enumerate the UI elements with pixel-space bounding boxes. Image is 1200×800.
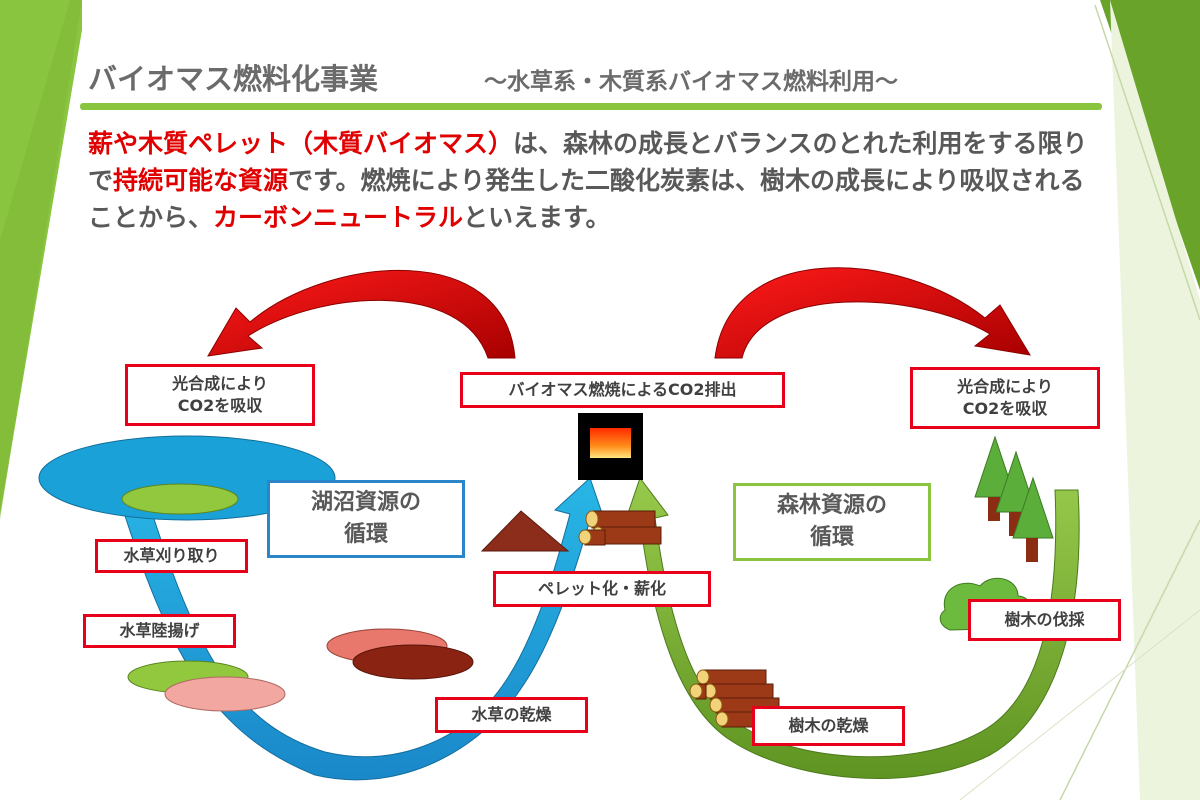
pellet-pile	[480, 510, 570, 552]
title-divider	[80, 103, 1102, 110]
label-co2-emission: バイオマス燃焼によるCO2排出	[460, 372, 785, 408]
lake-weed-patch	[121, 483, 239, 515]
lake-cycle-label: 湖沼資源の 循環	[267, 480, 465, 558]
lead-text-2: です。燃焼により発生した二酸化炭素は、樹木の成長により吸収されることから、	[88, 166, 1085, 232]
forest-cycle-label: 森林資源の 循環	[733, 483, 931, 561]
label-wood-drying: 樹木の乾燥	[752, 706, 905, 746]
lead-text-1: は、森林の成長とバランスのとれた利用をする限りで	[88, 129, 1088, 195]
label-weed-drying: 水草の乾燥	[435, 697, 588, 733]
firewood-logs	[578, 510, 662, 546]
lead-paragraph: 薪や木質ペレット（木質バイオマス）は、森林の成長とバランスのとれた利用をする限り…	[88, 125, 1098, 236]
tree-1	[974, 435, 1016, 521]
left-dark-decoration	[0, 0, 82, 520]
label-weed-landing: 水草陸揚げ	[83, 614, 236, 648]
right-red-arc-arrow	[714, 267, 1031, 359]
tree-3	[1012, 476, 1054, 562]
left-red-arc-arrow	[207, 270, 516, 359]
label-tree-felling: 樹木の伐採	[968, 599, 1121, 641]
lead-highlight-wood: 薪や木質ペレット（木質バイオマス）	[88, 129, 514, 158]
right-light-decoration	[1110, 0, 1200, 800]
dried-weed-pile	[352, 644, 474, 680]
lead-highlight-carbon-neutral: カーボンニュートラル	[213, 203, 464, 232]
forest-cycle-arrow	[624, 476, 1080, 780]
label-weed-harvest: 水草刈り取り	[95, 539, 248, 573]
lead-highlight-sustainable: 持続可能な資源	[113, 166, 289, 195]
label-photosynthesis-right: 光合成により CO2を吸収	[910, 367, 1100, 429]
label-pelletize: ペレット化・薪化	[493, 571, 711, 607]
right-thin-line-3	[959, 609, 1200, 800]
right-thin-line-2	[1059, 519, 1200, 800]
label-photosynthesis-left: 光合成により CO2を吸収	[125, 364, 315, 426]
page-subtitle: ～水草系・木質系バイオマス燃料利用～	[484, 69, 898, 95]
right-thin-line-1	[1094, 4, 1200, 321]
stove-fire	[590, 428, 631, 458]
pink-weed-pile	[164, 676, 286, 712]
page-title: バイオマス燃料化事業	[88, 62, 379, 96]
lead-text-3: といえます。	[463, 203, 611, 232]
lake-ellipse	[38, 435, 336, 521]
